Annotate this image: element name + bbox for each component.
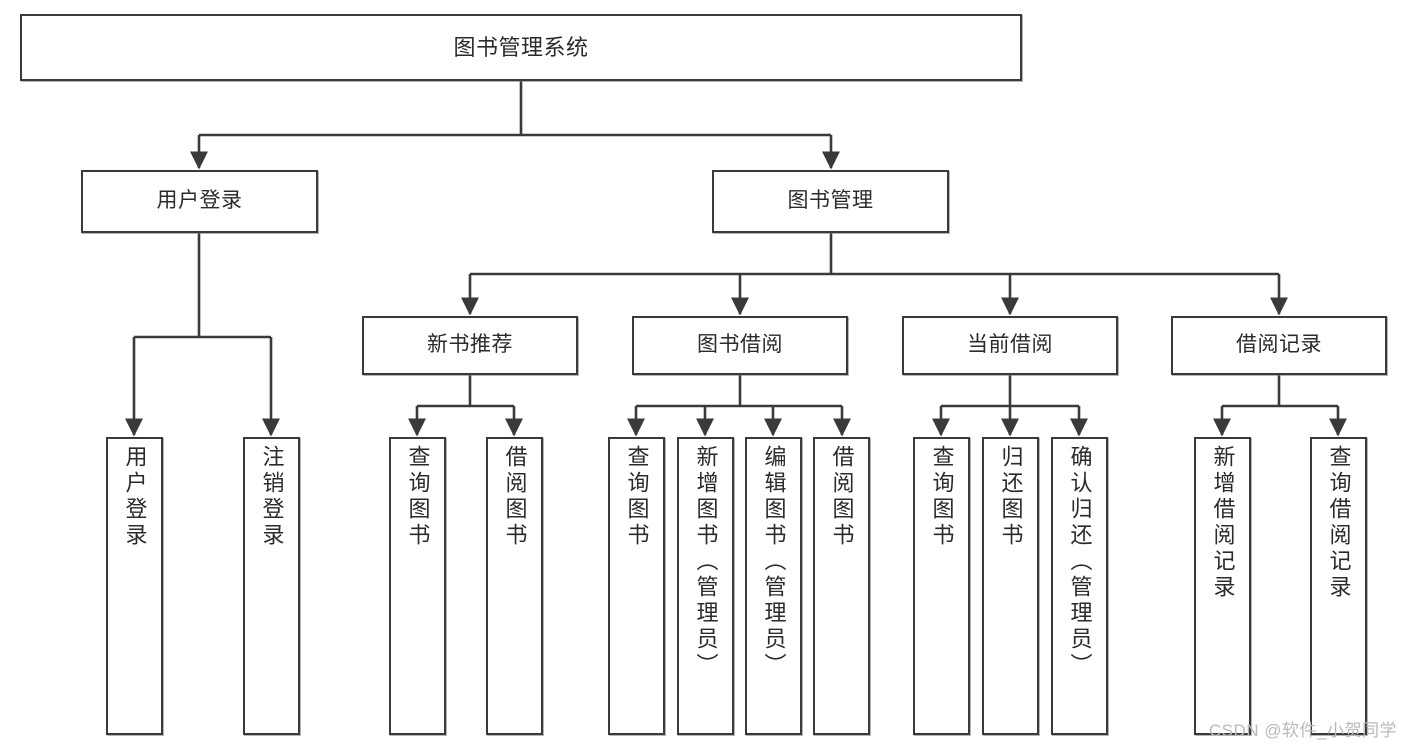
node-label: 借阅记录 xyxy=(1236,333,1322,357)
node-label: 用户登录 xyxy=(122,445,148,549)
node-label: 图书管理 xyxy=(787,189,874,213)
node-label: 确认归还（管理员） xyxy=(1067,445,1093,679)
node-label: 借阅图书 xyxy=(502,445,528,549)
node-label: 归还图书 xyxy=(998,445,1024,549)
leaf-query-book-current[interactable]: 查询图书 xyxy=(913,437,970,735)
leaf-edit-book-admin[interactable]: 编辑图书（管理员） xyxy=(745,437,802,735)
node-book-manage[interactable]: 图书管理 xyxy=(712,170,949,233)
node-label: 图书管理系统 xyxy=(453,34,589,60)
leaf-add-book-admin[interactable]: 新增图书（管理员） xyxy=(677,437,734,735)
node-label: 图书借阅 xyxy=(697,333,783,357)
node-label: 查询图书 xyxy=(929,445,955,549)
leaf-borrow-book[interactable]: 借阅图书 xyxy=(813,437,870,735)
node-new-book-recommend[interactable]: 新书推荐 xyxy=(362,316,578,375)
node-label: 用户登录 xyxy=(156,189,243,213)
leaf-query-book-recommend[interactable]: 查询图书 xyxy=(389,437,446,735)
node-root-system[interactable]: 图书管理系统 xyxy=(20,14,1022,81)
csdn-watermark: CSDN @软件_小贺同学 xyxy=(1208,721,1397,740)
leaf-logout-login[interactable]: 注销登录 xyxy=(243,437,300,735)
node-label: 查询图书 xyxy=(624,445,650,549)
node-label: 当前借阅 xyxy=(967,333,1053,357)
node-label: 新增图书（管理员） xyxy=(693,445,719,679)
node-user-login[interactable]: 用户登录 xyxy=(81,170,318,233)
leaf-confirm-return-admin[interactable]: 确认归还（管理员） xyxy=(1051,437,1108,735)
node-label: 查询图书 xyxy=(405,445,431,549)
leaf-query-book-borrow[interactable]: 查询图书 xyxy=(608,437,665,735)
node-label: 新增借阅记录 xyxy=(1210,445,1236,601)
node-label: 新书推荐 xyxy=(427,333,513,357)
leaf-add-borrow-record[interactable]: 新增借阅记录 xyxy=(1194,437,1251,735)
leaf-query-borrow-record[interactable]: 查询借阅记录 xyxy=(1310,437,1367,735)
node-label: 编辑图书（管理员） xyxy=(761,445,787,679)
node-label: 借阅图书 xyxy=(829,445,855,549)
node-borrow-record[interactable]: 借阅记录 xyxy=(1171,316,1387,375)
leaf-user-login[interactable]: 用户登录 xyxy=(106,437,163,735)
node-label: 查询借阅记录 xyxy=(1326,445,1352,601)
node-book-borrow[interactable]: 图书借阅 xyxy=(632,316,848,375)
node-label: 注销登录 xyxy=(259,445,285,549)
node-current-borrow[interactable]: 当前借阅 xyxy=(902,316,1118,375)
leaf-borrow-book-recommend[interactable]: 借阅图书 xyxy=(486,437,543,735)
leaf-return-book[interactable]: 归还图书 xyxy=(982,437,1039,735)
